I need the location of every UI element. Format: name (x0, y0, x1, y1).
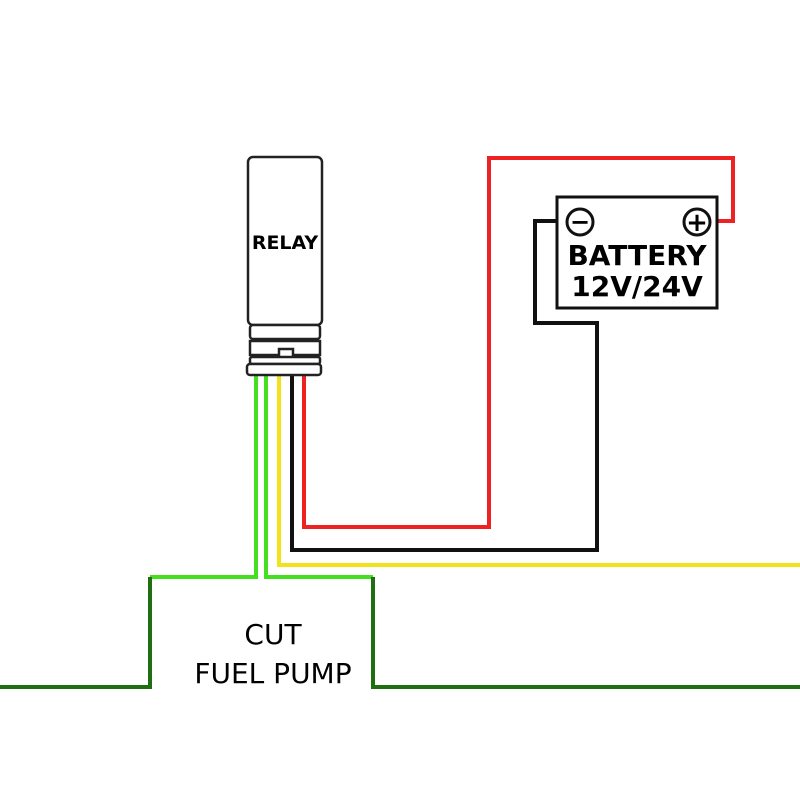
battery-voltage: 12V/24V (571, 270, 703, 303)
black-wire (290, 219, 599, 552)
red-wire (302, 156, 735, 529)
negative-symbol: − (570, 208, 590, 236)
green-wire-1 (150, 375, 258, 579)
cut-label: CUT (244, 618, 302, 651)
battery-label: BATTERY (567, 239, 707, 272)
green-wire-2 (264, 375, 373, 579)
fuel-pump-wire-left (0, 577, 152, 689)
fuel-pump-wire-right (371, 577, 800, 689)
relay (245, 155, 324, 377)
relay-label: RELAY (252, 232, 319, 254)
positive-symbol: + (686, 208, 708, 238)
yellow-wire (277, 375, 800, 567)
negative-terminal-icon (565, 207, 595, 237)
positive-terminal-icon (682, 207, 712, 237)
fuel-pump-label: FUEL PUMP (194, 657, 351, 690)
